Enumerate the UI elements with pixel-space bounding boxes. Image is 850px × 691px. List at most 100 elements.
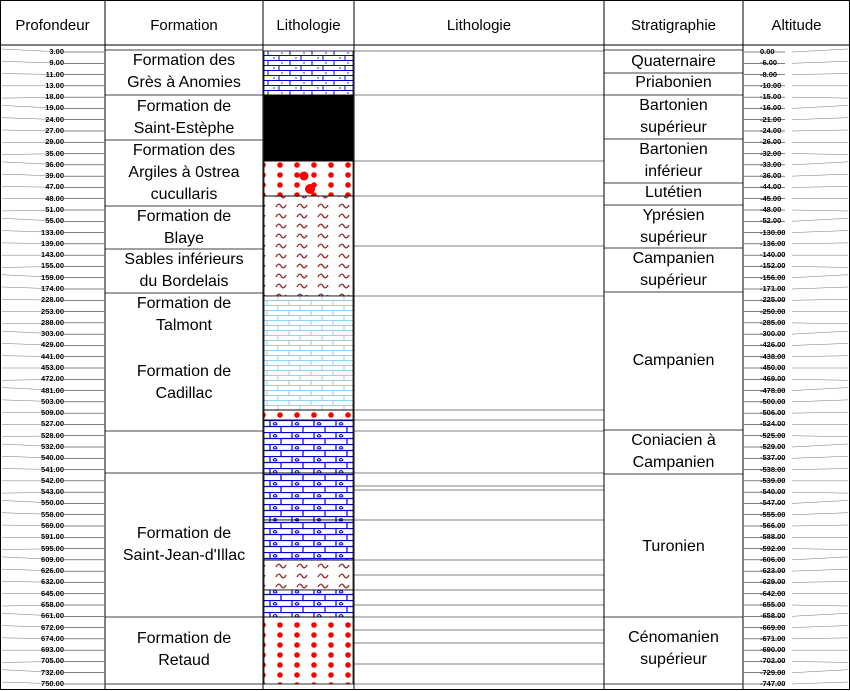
lithology-interval-3 bbox=[263, 195, 354, 297]
depth-leader-line bbox=[1, 161, 63, 166]
altitude-leader-line bbox=[791, 230, 849, 233]
strat-quaternaire: Quaternaire bbox=[631, 53, 716, 70]
depth-tick-label: 527.00 bbox=[41, 419, 64, 429]
altitude-tick-label: -702.00 bbox=[760, 656, 786, 666]
altitude-tick-label: -469.00 bbox=[760, 374, 786, 384]
altitude-tick-label: -539.00 bbox=[760, 475, 786, 485]
altitude-leader-line bbox=[791, 48, 849, 53]
header-altitude: Altitude bbox=[771, 16, 822, 34]
altitude-tick-label: -21.00 bbox=[760, 114, 782, 124]
altitude-tick-label: -450.00 bbox=[760, 363, 786, 372]
altitude-tick-label: -36.00 bbox=[760, 171, 782, 181]
lithology-interval-4 bbox=[263, 295, 354, 411]
altitude-tick-label: -506.00 bbox=[760, 408, 786, 418]
depth-leader-line bbox=[1, 399, 63, 403]
altitude-leader-line bbox=[791, 209, 849, 212]
altitude-tick-label: -152.00 bbox=[760, 261, 786, 271]
depth-leader-line bbox=[1, 299, 63, 301]
altitude-tick-label: -48.00 bbox=[760, 205, 782, 214]
depth-tick-label: 543.00 bbox=[41, 487, 64, 497]
depth-leader-line bbox=[1, 661, 63, 663]
altitude-tick-label: -171.00 bbox=[760, 284, 786, 293]
altitude-leader-line bbox=[791, 556, 849, 561]
depth-tick-label: 732.00 bbox=[41, 667, 64, 677]
lithology-interval-10 bbox=[263, 589, 354, 618]
altitude-tick-label: -33.00 bbox=[760, 159, 782, 169]
altitude-leader-line bbox=[791, 379, 849, 381]
altitude-tick-label: -671.00 bbox=[760, 633, 786, 643]
depth-leader-line bbox=[1, 153, 63, 155]
altitude-tick-label: -16.00 bbox=[760, 103, 782, 113]
altitude-leader-line bbox=[791, 186, 849, 188]
altitude-leader-line bbox=[791, 387, 849, 391]
altitude-tick-label: -136.00 bbox=[760, 238, 786, 248]
altitude-leader-line bbox=[791, 73, 849, 75]
depth-leader-line bbox=[1, 209, 63, 212]
altitude-leader-line bbox=[791, 173, 849, 177]
depth-tick-label: 36.00 bbox=[45, 159, 64, 169]
altitude-leader-line bbox=[791, 330, 849, 335]
depth-leader-line bbox=[1, 322, 63, 325]
altitude-tick-label: -592.00 bbox=[760, 543, 786, 553]
altitude-tick-label: -500.00 bbox=[760, 396, 786, 406]
altitude-tick-label: -529.00 bbox=[760, 442, 786, 451]
depth-leader-line bbox=[1, 491, 63, 494]
depth-tick-label: 253.00 bbox=[41, 306, 64, 316]
depth-leader-line bbox=[1, 411, 63, 414]
altitude-tick-label: -537.00 bbox=[760, 453, 786, 463]
depth-leader-line bbox=[1, 669, 63, 673]
altitude-tick-label: -156.00 bbox=[760, 272, 786, 282]
depth-tick-label: 591.00 bbox=[41, 532, 64, 542]
altitude-tick-label: -6.00 bbox=[760, 58, 778, 68]
altitude-tick-label: -478.00 bbox=[760, 385, 786, 395]
altitude-leader-line bbox=[791, 218, 849, 222]
altitude-tick-label: -729.00 bbox=[760, 667, 786, 677]
depth-tick-label: 174.00 bbox=[41, 284, 64, 293]
altitude-leader-line bbox=[791, 242, 849, 245]
lithology-interval-1 bbox=[263, 94, 354, 162]
depth-tick-label: 139.00 bbox=[41, 238, 64, 248]
depth-tick-label: 19.00 bbox=[45, 103, 64, 113]
depth-leader-line bbox=[1, 681, 63, 685]
header-lithologie-description: Lithologie bbox=[446, 16, 512, 34]
depth-tick-label: 658.00 bbox=[41, 600, 64, 609]
strat-campanien: Campanien bbox=[632, 352, 715, 369]
altitude-leader-line bbox=[791, 117, 849, 120]
depth-tick-label: 595.00 bbox=[41, 543, 64, 553]
depth-tick-label: 11.00 bbox=[45, 69, 64, 79]
altitude-tick-label: -555.00 bbox=[760, 509, 786, 519]
altitude-leader-line bbox=[791, 399, 849, 403]
depth-leader-line bbox=[1, 274, 63, 278]
altitude-tick-label: -524.00 bbox=[760, 419, 786, 429]
lithology-interval-8 bbox=[263, 519, 354, 561]
depth-leader-line bbox=[1, 556, 63, 561]
depth-leader-line bbox=[1, 613, 63, 617]
altitude-tick-label: -655.00 bbox=[760, 600, 786, 609]
depth-tick-label: 672.00 bbox=[41, 622, 64, 632]
depth-tick-label: 528.00 bbox=[41, 430, 64, 440]
depth-tick-label: 750.00 bbox=[41, 679, 64, 688]
depth-tick-label: 626.00 bbox=[41, 566, 64, 576]
depth-leader-line bbox=[1, 512, 63, 515]
depth-tick-label: 155.00 bbox=[41, 261, 64, 271]
altitude-leader-line bbox=[791, 299, 849, 301]
depth-leader-line bbox=[1, 468, 63, 470]
depth-leader-line bbox=[1, 266, 63, 268]
altitude-tick-label: -225.00 bbox=[760, 295, 786, 305]
altitude-tick-label: -566.00 bbox=[760, 521, 786, 530]
altitude-tick-label: -642.00 bbox=[760, 588, 786, 598]
altitude-tick-label: -426.00 bbox=[760, 340, 786, 350]
altitude-leader-line bbox=[791, 512, 849, 515]
depth-tick-label: 24.00 bbox=[45, 114, 64, 124]
depth-leader-line bbox=[1, 548, 63, 550]
depth-tick-label: 558.00 bbox=[41, 509, 64, 519]
depth-tick-label: 3.00 bbox=[49, 47, 64, 56]
depth-leader-line bbox=[1, 129, 63, 132]
